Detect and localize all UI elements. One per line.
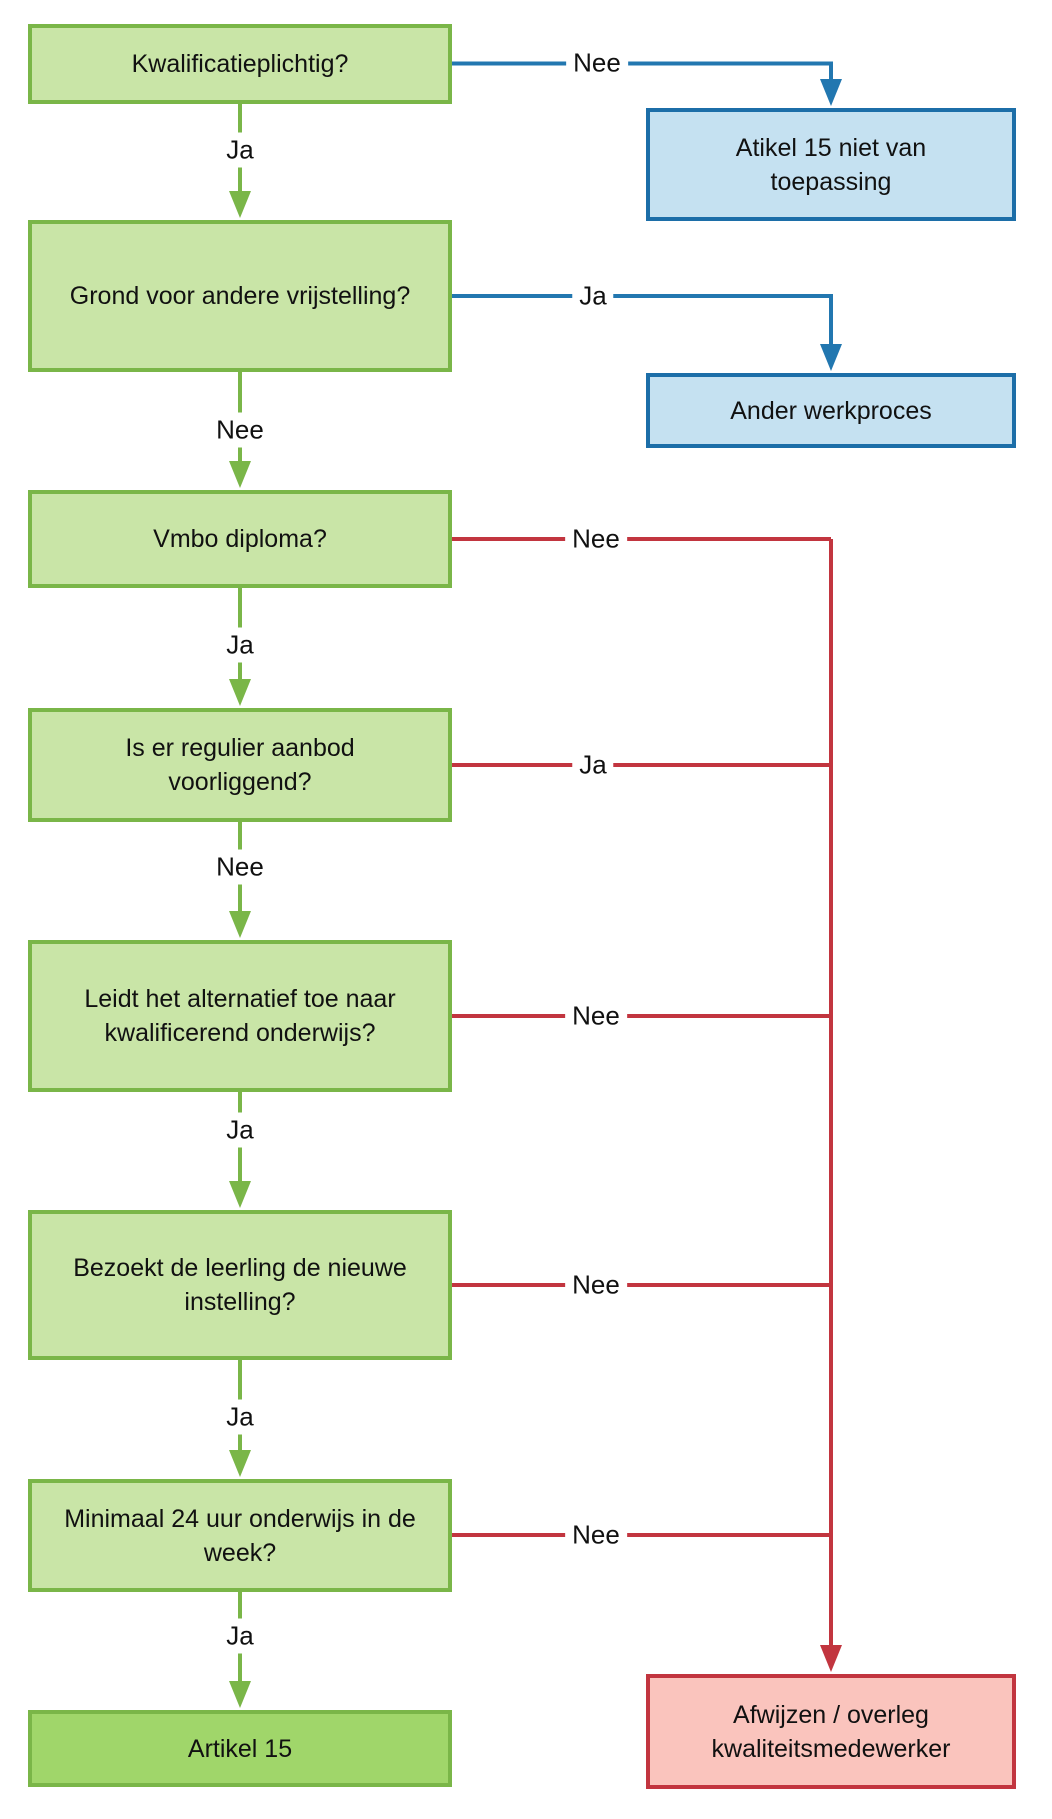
edge-label-q7-nee: Nee	[565, 1517, 627, 1553]
node-afwijzen-overleg-kwaliteitsmedewerker: Afwijzen / overleg kwaliteitsmedewerker	[646, 1674, 1016, 1789]
node-regulier-aanbod-voorliggend: Is er regulier aanbod voorliggend?	[28, 708, 452, 822]
node-grond-voor-andere-vrijstelling: Grond voor andere vrijstelling?	[28, 220, 452, 372]
edge-label-q4-nee: Nee	[209, 849, 271, 885]
edge-label-q7-ja: Ja	[219, 1618, 261, 1654]
edge-q1-nee-connector	[452, 61, 842, 106]
edge-q5-ja-arrow	[229, 1092, 251, 1208]
edge-label-q1-ja: Ja	[219, 132, 261, 168]
node-leidt-alternatief-kwalificerend-onderwijs: Leidt het alternatief toe naar kwalifice…	[28, 940, 452, 1092]
edge-label-q3-ja: Ja	[219, 627, 261, 663]
edge-label-q2-nee: Nee	[209, 412, 271, 448]
edge-q2-ja-connector	[452, 294, 842, 371]
node-ander-werkproces: Ander werkproces	[646, 373, 1016, 448]
edge-label-q6-nee: Nee	[565, 1267, 627, 1303]
node-vmbo-diploma: Vmbo diploma?	[28, 490, 452, 588]
node-minimaal-24-uur-onderwijs: Minimaal 24 uur onderwijs in de week?	[28, 1479, 452, 1592]
edge-label-q1-nee: Nee	[566, 45, 628, 81]
edge-label-q2-ja: Ja	[572, 278, 614, 314]
edge-label-q5-nee: Nee	[565, 998, 627, 1034]
node-bezoekt-leerling-nieuwe-instelling: Bezoekt de leerling de nieuwe instelling…	[28, 1210, 452, 1360]
node-artikel-15: Artikel 15	[28, 1710, 452, 1787]
node-artikel-15-niet-van-toepassing: Atikel 15 niet van toepassing	[646, 108, 1016, 221]
edge-label-q4-ja: Ja	[572, 747, 614, 783]
node-kwalificatieplichtig: Kwalificatieplichtig?	[28, 24, 452, 104]
edge-label-q3-nee: Nee	[565, 521, 627, 557]
edge-reject-vertical-arrow	[820, 539, 842, 1672]
edge-label-q5-ja: Ja	[219, 1112, 261, 1148]
edge-label-q6-ja: Ja	[219, 1399, 261, 1435]
